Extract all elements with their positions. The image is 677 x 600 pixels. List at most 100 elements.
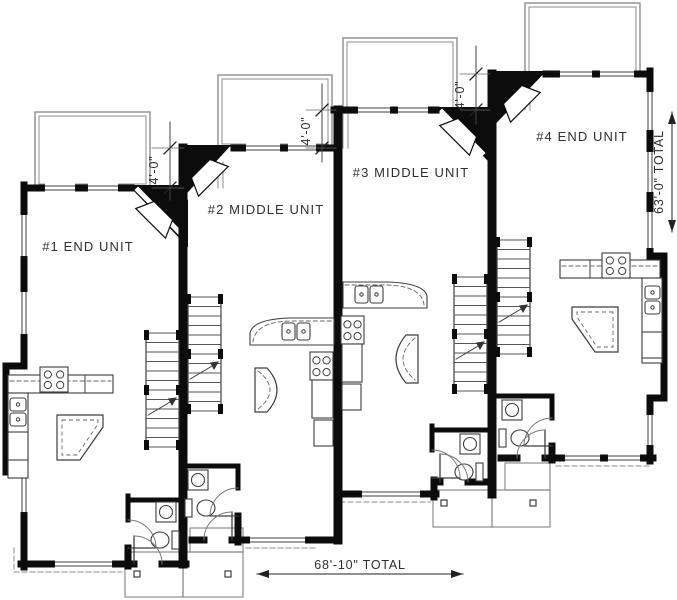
- window: [645, 152, 655, 192]
- counter-unit-2-low: [311, 379, 334, 419]
- porch-post: [440, 499, 448, 507]
- dim-offset-units-3-4: 4'-0": [453, 81, 467, 110]
- stair-newel: [484, 329, 489, 339]
- sink-drain: [15, 402, 21, 407]
- window: [645, 92, 655, 130]
- window: [288, 143, 316, 153]
- stair-newel: [495, 237, 500, 247]
- windows: [19, 69, 655, 569]
- window: [246, 143, 280, 153]
- stair-newel: [452, 384, 457, 394]
- stove-burner: [56, 380, 65, 390]
- stove-burner: [56, 370, 65, 379]
- window: [608, 453, 640, 463]
- stove-unit-4: [601, 252, 631, 279]
- door-bath-2-swing: [209, 487, 239, 517]
- window: [600, 69, 634, 79]
- stove-unit-1: [39, 366, 69, 393]
- porch-post: [529, 499, 537, 507]
- door-entry-4-swing: [516, 429, 546, 459]
- deck-unit-3-inner: [346, 41, 454, 110]
- stair-newel: [218, 404, 223, 414]
- unit-1-label: #1 END UNIT: [42, 239, 134, 254]
- window: [565, 453, 600, 463]
- front-porches: [124, 462, 551, 598]
- stair-newel: [527, 237, 532, 247]
- fireplace-unit-1: [134, 200, 174, 240]
- plan-labels: #1 END UNIT #2 MIDDLE UNIT #3 MIDDLE UNI…: [42, 81, 666, 572]
- stove-burner: [605, 256, 614, 265]
- window: [645, 212, 655, 248]
- sink-drain: [286, 329, 291, 334]
- window: [362, 489, 420, 499]
- stair-newel: [452, 274, 457, 284]
- stairs-unit-1: [144, 330, 181, 450]
- deck-unit-1: [34, 111, 151, 189]
- stair-newel: [218, 294, 223, 304]
- stove-burner: [322, 356, 331, 365]
- cabinet-unit-3: [341, 383, 362, 411]
- party-walls: [178, 69, 497, 569]
- bath-sink-bowl: [504, 402, 520, 418]
- stair-arrowhead: [519, 304, 528, 313]
- island-unit-2-dash: [257, 370, 271, 410]
- toilet-unit-2: [196, 499, 216, 517]
- toilet-unit-1: [150, 531, 170, 549]
- stair-newel: [527, 347, 532, 357]
- window: [19, 478, 29, 512]
- dimension-lines: [151, 45, 676, 578]
- stove-burner: [322, 368, 331, 377]
- stair-arrowhead: [210, 361, 219, 370]
- stair-newel: [452, 329, 457, 339]
- island-unit-1: [56, 414, 104, 461]
- porch-unit-4: [491, 489, 551, 528]
- counter-unit-3-low: [341, 343, 363, 383]
- island-unit-2: [254, 367, 278, 413]
- stove-burner: [343, 332, 352, 341]
- window: [45, 183, 75, 193]
- stove-burner: [353, 320, 362, 329]
- bath-sink-bowl: [190, 472, 206, 488]
- dim-total-depth: 63'-0" TOTAL: [652, 130, 666, 214]
- counter-unit-3-dash: [344, 284, 425, 306]
- stair-newel: [144, 330, 149, 340]
- counter-unit-2-dash: [252, 320, 333, 343]
- toilet-unit-4: [510, 429, 530, 447]
- stove-unit-2: [309, 351, 334, 381]
- door-bath-3-swing: [431, 449, 461, 479]
- stair-newel: [144, 385, 149, 395]
- stair-newel: [186, 349, 191, 359]
- dim-offset-units-1-2: 4'-0": [147, 156, 161, 185]
- stair-newel: [527, 292, 532, 302]
- stair-newel: [186, 294, 191, 304]
- stair-newel: [144, 440, 149, 450]
- sink-drain: [374, 292, 379, 297]
- cabinet-unit-4: [641, 331, 663, 359]
- door-entry-1-swing: [133, 535, 163, 565]
- dim-offset-units-2-3: 4'-0": [299, 117, 313, 146]
- stairs-unit-4: [495, 237, 532, 357]
- toilet-tank: [475, 462, 484, 482]
- stair-newel: [495, 292, 500, 302]
- porch-post: [133, 570, 141, 578]
- bath-sink-bowl: [158, 504, 174, 520]
- stair-newel: [495, 347, 500, 357]
- stair-newel: [176, 385, 181, 395]
- deck-unit-4: [524, 2, 641, 77]
- stove-burner: [43, 380, 52, 390]
- stove-burner: [343, 320, 352, 329]
- island-unit-4: [571, 306, 619, 353]
- window: [88, 183, 118, 193]
- window: [19, 292, 29, 334]
- stove-burner: [43, 370, 52, 379]
- deck-unit-3: [342, 37, 458, 114]
- kitchens: [7, 252, 663, 479]
- dim-arrowhead: [668, 112, 676, 124]
- porch-unit-2: [182, 551, 244, 598]
- stove-burner: [312, 368, 321, 377]
- doors: [127, 417, 553, 565]
- bath-sink-bowl: [462, 436, 478, 452]
- window: [250, 535, 305, 545]
